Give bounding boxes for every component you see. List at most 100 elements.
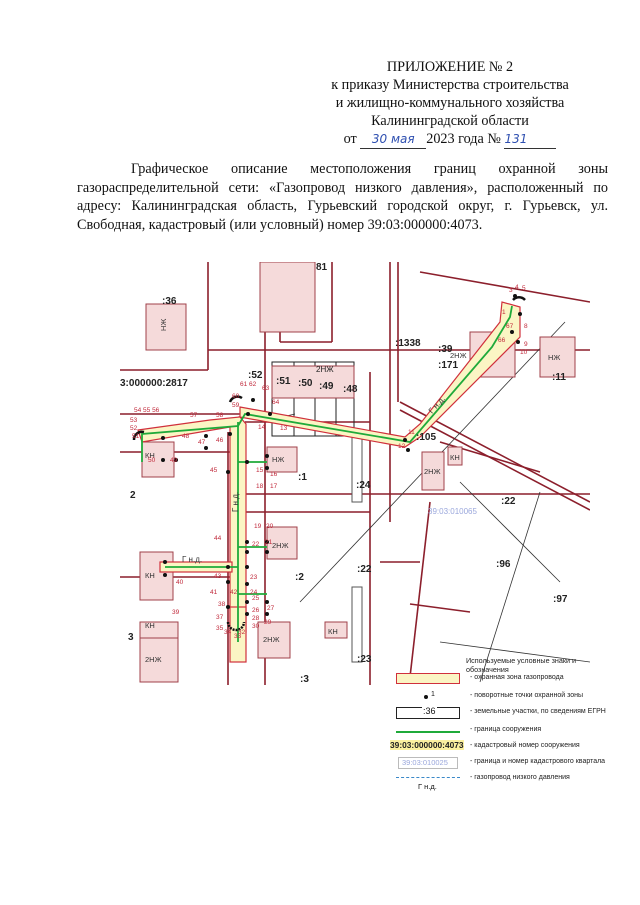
- order-line-2: и жилищно-коммунального хозяйства: [335, 95, 565, 111]
- svg-text:КН: КН: [145, 621, 155, 630]
- legend-item-pipe: Г н.д. - газопровод низкого давления: [394, 772, 614, 791]
- svg-text:21: 21: [265, 539, 273, 546]
- svg-text:40: 40: [176, 579, 184, 586]
- map-legend: Используемые условные знаки и обозначени…: [390, 652, 614, 802]
- legend-label: - газопровод низкого давления: [470, 774, 570, 781]
- svg-text:20: 20: [266, 523, 274, 530]
- svg-text:2НЖ: 2НЖ: [450, 351, 467, 360]
- svg-text:19: 19: [254, 523, 262, 530]
- svg-text:НЖ: НЖ: [548, 353, 560, 362]
- svg-text:КН: КН: [145, 451, 155, 460]
- svg-text:НЖ: НЖ: [159, 319, 168, 331]
- svg-text:22: 22: [252, 541, 260, 548]
- zone-swatch-icon: [394, 672, 464, 686]
- svg-text:66: 66: [498, 337, 506, 344]
- date-suffix: 2023 года №: [426, 131, 501, 147]
- order-line-3: Калининградской области: [371, 113, 529, 129]
- svg-text:23: 23: [250, 574, 258, 581]
- svg-text:17: 17: [270, 483, 278, 490]
- svg-text::48: :48: [343, 384, 358, 395]
- svg-text:39: 39: [172, 609, 180, 616]
- svg-text:2НЖ: 2НЖ: [145, 655, 162, 664]
- legend-label: - охранная зона газопровода: [470, 674, 564, 681]
- order-line-1: к приказу Министерства строительства: [331, 77, 569, 93]
- svg-text:2: 2: [130, 490, 136, 501]
- legend-item-point: 1 - поворотные точки охранной зоны: [394, 690, 614, 704]
- svg-text:12: 12: [398, 443, 406, 450]
- svg-text:25: 25: [252, 595, 260, 602]
- legend-item-parcel: :36 - земельные участки, по сведениям ЕГ…: [394, 706, 614, 720]
- svg-text:58: 58: [216, 412, 224, 419]
- appendix-title: ПРИЛОЖЕНИЕ № 2: [386, 59, 514, 75]
- svg-text:42: 42: [230, 589, 238, 596]
- legend-label: - граница сооружения: [470, 726, 542, 733]
- svg-text:59: 59: [232, 402, 240, 409]
- legend-item-zone: - охранная зона газопровода: [394, 672, 614, 686]
- svg-text:3: 3: [509, 287, 513, 294]
- svg-text::39: :39: [438, 344, 453, 355]
- svg-text:44: 44: [214, 535, 222, 542]
- date-prefix: от: [343, 131, 357, 147]
- svg-text:57: 57: [190, 412, 198, 419]
- svg-text:46: 46: [216, 437, 224, 444]
- legend-label: - поворотные точки охранной зоны: [470, 692, 583, 699]
- cad-number-icon: 39:03:000000:4073: [390, 740, 464, 750]
- svg-text::1: :1: [298, 472, 307, 483]
- svg-text:45: 45: [210, 467, 218, 474]
- svg-text::3: :3: [300, 674, 309, 685]
- svg-text:61 62: 61 62: [240, 381, 257, 388]
- legend-item-quarter: 39:03:010025 - граница и номер кадастров…: [394, 756, 614, 770]
- svg-text:14: 14: [258, 424, 266, 431]
- svg-text:37: 37: [216, 614, 224, 621]
- svg-text:41: 41: [210, 589, 218, 596]
- svg-text:9: 9: [524, 341, 528, 348]
- appendix-header: ПРИЛОЖЕНИЕ № 2 к приказу Министерства ст…: [300, 58, 600, 149]
- svg-text:39:03:010065: 39:03:010065: [428, 507, 477, 516]
- svg-text:50: 50: [148, 457, 156, 464]
- svg-text:47: 47: [198, 439, 206, 446]
- svg-text:24: 24: [250, 589, 258, 596]
- svg-text:3: 3: [128, 632, 134, 643]
- legend-item-cad-number: 39:03:000000:4073 - кадастровый номер со…: [390, 740, 614, 754]
- svg-text:НЖ: НЖ: [272, 455, 284, 464]
- svg-text:2НЖ: 2НЖ: [272, 541, 289, 550]
- svg-text:63: 63: [262, 385, 270, 392]
- description-text: Графическое описание местоположения гран…: [77, 161, 608, 233]
- svg-text:54 55 56: 54 55 56: [134, 407, 160, 414]
- svg-text:43: 43: [214, 573, 222, 580]
- svg-text:30: 30: [252, 623, 260, 630]
- dashed-pipe-icon: Г н.д.: [394, 772, 464, 791]
- svg-text:Г н.д.: Г н.д.: [182, 555, 202, 564]
- svg-text:13: 13: [280, 425, 288, 432]
- svg-text:27: 27: [267, 605, 275, 612]
- svg-text:32: 32: [238, 629, 246, 636]
- svg-text:67: 67: [506, 323, 514, 330]
- svg-text:34: 34: [224, 629, 232, 636]
- svg-text:81: 81: [316, 262, 328, 273]
- svg-text:2НЖ: 2НЖ: [316, 365, 334, 374]
- svg-text:10: 10: [520, 349, 528, 356]
- svg-text:1: 1: [502, 309, 506, 316]
- svg-text:КН: КН: [145, 571, 155, 580]
- svg-text::97: :97: [553, 594, 568, 605]
- legend-item-structure: - граница сооружения: [394, 724, 614, 738]
- svg-text::22: :22: [357, 564, 372, 575]
- svg-text::105: :105: [416, 432, 436, 443]
- svg-text:60: 60: [232, 393, 240, 400]
- svg-text:3:000000:2817: 3:000000:2817: [120, 378, 188, 389]
- svg-text:29: 29: [264, 619, 272, 626]
- svg-text:КН: КН: [328, 627, 338, 636]
- svg-text:2НЖ: 2НЖ: [263, 635, 280, 644]
- svg-text::50: :50: [298, 378, 313, 389]
- svg-text:52: 52: [130, 425, 138, 432]
- svg-text::2: :2: [295, 572, 304, 583]
- svg-text:38: 38: [218, 601, 226, 608]
- legend-label: - кадастровый номер сооружения: [470, 742, 580, 749]
- legend-label: - граница и номер кадастрового квартала: [470, 758, 606, 765]
- handwritten-number: 131: [504, 130, 557, 149]
- svg-text::23: :23: [357, 654, 372, 665]
- svg-text::24: :24: [356, 480, 371, 491]
- svg-text::22: :22: [501, 496, 516, 507]
- handwritten-date: 30 мая: [360, 130, 427, 149]
